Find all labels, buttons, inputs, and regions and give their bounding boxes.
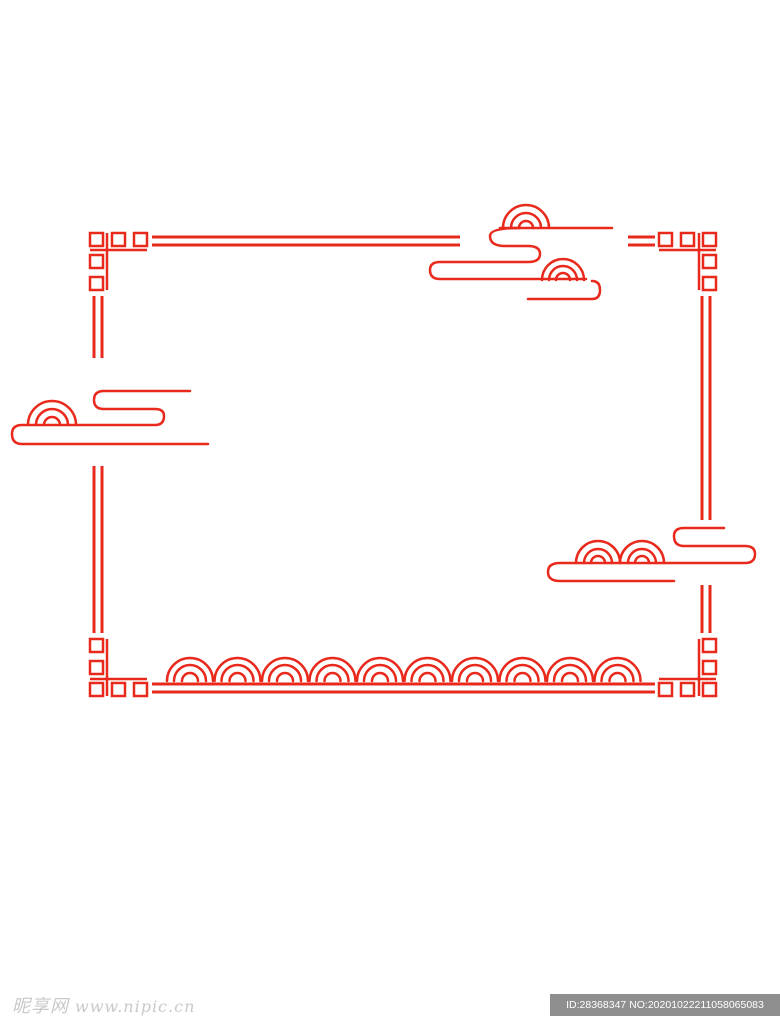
arc-ring [42, 415, 62, 427]
arc-ring [450, 656, 500, 683]
arc-ring [600, 663, 635, 683]
knot-square [657, 231, 674, 248]
arc-ring [509, 211, 543, 230]
wave-row-bottom [165, 656, 642, 683]
image-id-bar: ID:28368347 NO:20201022211058065083 [550, 994, 780, 1016]
arc-ring [582, 547, 614, 565]
watermark-brand: 昵享网 [12, 996, 69, 1017]
cloud-left [10, 389, 210, 446]
ornament-path [428, 226, 588, 281]
knot-square [701, 681, 718, 698]
arc-ring [180, 671, 200, 683]
arc-ring [165, 656, 215, 683]
border-lines [92, 235, 712, 694]
knot-square [679, 231, 696, 248]
knot-square [110, 681, 127, 698]
arc-ring [228, 671, 247, 683]
arc-ring [593, 656, 642, 683]
knot-square [701, 253, 718, 270]
arc-ring [308, 656, 357, 683]
arc-ring [275, 671, 295, 683]
arc-ring [608, 671, 627, 683]
arc-ring [513, 671, 532, 683]
ornament-path [10, 389, 210, 446]
arc-ring [545, 656, 595, 683]
knot-square [701, 659, 718, 676]
arc-ring [554, 271, 572, 282]
arc-ring [626, 547, 658, 565]
arc-ring [370, 671, 390, 683]
arc-ring [498, 656, 547, 683]
knot-square [88, 637, 105, 654]
knot-square [88, 275, 105, 292]
knot-square [88, 659, 105, 676]
knot-square [132, 231, 149, 248]
arc-ring [26, 399, 78, 427]
arc-ring [560, 671, 580, 683]
cloud-right [546, 526, 757, 583]
arc-ring [323, 671, 342, 683]
arc-ring [220, 663, 255, 683]
arc-ring [315, 663, 350, 683]
knot-square [701, 637, 718, 654]
knot-square [88, 253, 105, 270]
arc-ring [403, 656, 452, 683]
arc-ring [547, 264, 579, 282]
knot-square [657, 681, 674, 698]
arc-ring [457, 663, 493, 683]
knot-square [132, 681, 149, 698]
knot-square [110, 231, 127, 248]
knot-square [701, 231, 718, 248]
arc-ring [355, 656, 405, 683]
arc-ring [362, 663, 398, 683]
ornament-path [526, 279, 602, 301]
arc-ring [618, 539, 666, 565]
arc-ring [517, 219, 535, 230]
arc-ring [260, 656, 310, 683]
arc-ring [633, 554, 651, 565]
arc-ring [501, 203, 551, 230]
corner-knot-top-right [657, 231, 718, 292]
watermark-url: www.nipic.cn [75, 997, 196, 1016]
corner-knot-top-left [88, 231, 149, 292]
arc-ring [267, 663, 303, 683]
knot-square [88, 681, 105, 698]
arc-ring [574, 539, 622, 565]
knot-square [679, 681, 696, 698]
corner-knot-bottom-right [657, 637, 718, 698]
arc-ring [505, 663, 540, 683]
arc-ring [172, 663, 208, 683]
knot-square [88, 231, 105, 248]
arc-ring [465, 671, 485, 683]
cloud-top [428, 203, 614, 301]
arc-ring [34, 407, 70, 427]
knot-square [701, 275, 718, 292]
arc-ring [589, 554, 607, 565]
arc-ring [410, 663, 445, 683]
ornament-path [546, 526, 757, 583]
corner-knot-bottom-left [88, 637, 149, 698]
arc-ring [552, 663, 588, 683]
watermark-logo: 昵享网 www.nipic.cn [12, 992, 195, 1018]
arc-ring [418, 671, 437, 683]
arc-ring [213, 656, 262, 683]
arc-ring [540, 257, 586, 282]
